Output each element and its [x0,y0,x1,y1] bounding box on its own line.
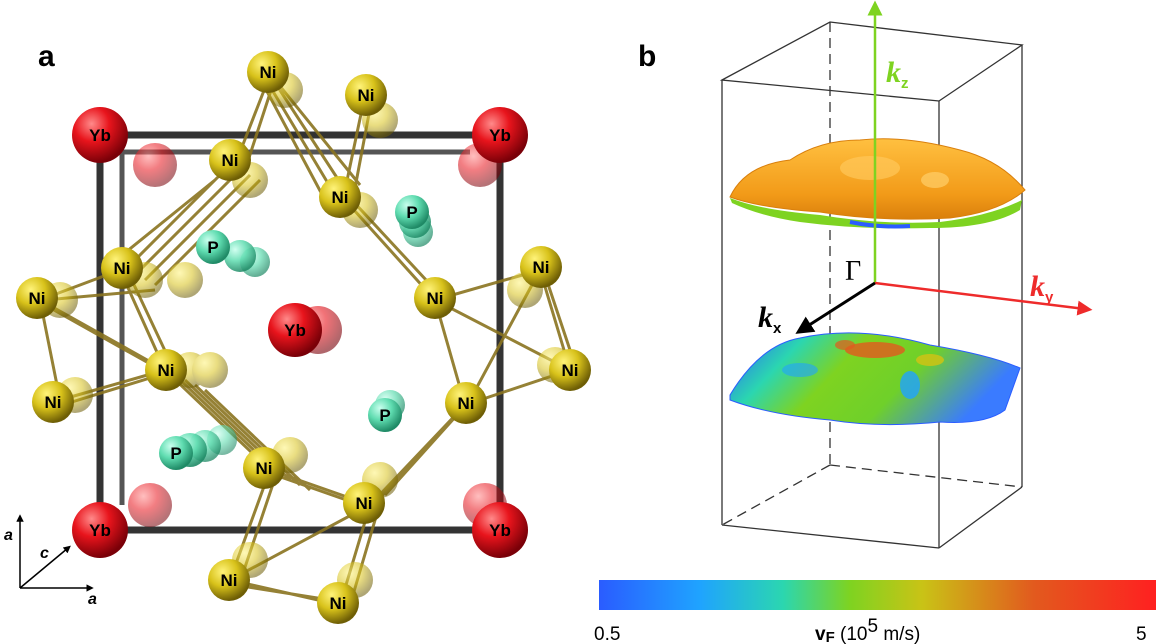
svg-text:Yb: Yb [89,126,111,145]
ni-atom: Ni [32,381,74,423]
ni-atom: Ni [243,447,285,489]
svg-text:Ni: Ni [256,459,273,478]
p-atom: P [395,195,429,229]
ni-atom: Ni [414,277,456,319]
brillouin-box [719,21,1024,549]
svg-text:Yb: Yb [89,521,111,540]
p-atom: P [196,230,230,264]
ni-atom: Ni [209,139,251,181]
colorbar-title: vF (105 m/s) [815,616,920,644]
gamma-point-label: Γ [845,256,861,287]
svg-text:P: P [379,406,390,425]
ni-atom: Ni [145,349,187,391]
ni-atom: Ni [319,176,361,218]
svg-text:Ni: Ni [260,63,277,82]
panel-a: a [4,40,591,624]
svg-text:P: P [406,203,417,222]
ni-atom: Ni [208,559,250,601]
ky-axis [874,281,1093,316]
axis-label-depth: c [40,545,49,562]
panel-a-label: a [38,40,55,73]
svg-text:Ni: Ni [158,361,175,380]
colorbar: 0.5 5 vF (105 m/s) [594,580,1156,644]
svg-text:Ni: Ni [29,289,46,308]
colorbar-min-label: 0.5 [594,624,620,644]
yb-atom: Yb [472,107,528,163]
svg-text:Yb: Yb [489,126,511,145]
colorbar-gradient [599,580,1156,610]
svg-text:Ni: Ni [221,571,238,590]
crystal-axes-indicator [16,514,94,592]
axis-label-vertical: a [4,527,13,544]
lower-fermi-sheet [729,332,1021,426]
yb-atoms: Yb Yb Yb Yb Yb [72,107,528,558]
upper-fermi-sheet [729,138,1026,229]
svg-text:P: P [207,238,218,257]
svg-text:Ni: Ni [222,151,239,170]
svg-text:Ni: Ni [330,594,347,613]
ni-atom: Ni [317,582,359,624]
svg-text:Yb: Yb [489,521,511,540]
svg-text:Ni: Ni [458,394,475,413]
yb-atom: Yb [472,502,528,558]
axis-label-horizontal: a [88,591,97,608]
ni-atom: Ni [445,382,487,424]
svg-text:Ni: Ni [427,289,444,308]
ni-atom: Ni [16,277,58,319]
svg-text:Ni: Ni [358,86,375,105]
p-atoms: P P P P [159,195,429,470]
svg-text:Ni: Ni [356,494,373,513]
ni-atom: Ni [343,482,385,524]
kz-label: kz [886,56,909,92]
svg-text:Ni: Ni [332,188,349,207]
ky-label: ky [1030,270,1054,306]
k-axes [795,0,1093,334]
colorbar-max-label: 5 [1136,624,1147,644]
svg-text:Ni: Ni [533,258,550,277]
yb-atom: Yb [72,502,128,558]
panel-b: b [594,0,1156,644]
svg-text:Ni: Ni [562,361,579,380]
panel-b-label: b [638,40,656,73]
ni-atom: Ni [345,74,387,116]
p-atom: P [159,436,193,470]
yb-atom: Yb [72,107,128,163]
ni-atom: Ni [520,246,562,288]
kx-axis [795,281,876,334]
svg-text:Ni: Ni [114,259,131,278]
kx-label: kx [758,301,782,337]
ni-atom: Ni [247,51,289,93]
ni-atom: Ni [101,247,143,289]
ni-atom: Ni [549,349,591,391]
svg-text:Ni: Ni [45,393,62,412]
ni-atoms: Ni Ni Ni Ni Ni Ni Ni Ni Ni Ni Ni Ni Ni N… [16,51,591,624]
svg-text:Yb: Yb [284,321,306,340]
yb-atom: Yb [268,303,322,357]
p-atom: P [368,398,402,432]
svg-text:P: P [170,444,181,463]
yb-ghosts [128,143,507,527]
